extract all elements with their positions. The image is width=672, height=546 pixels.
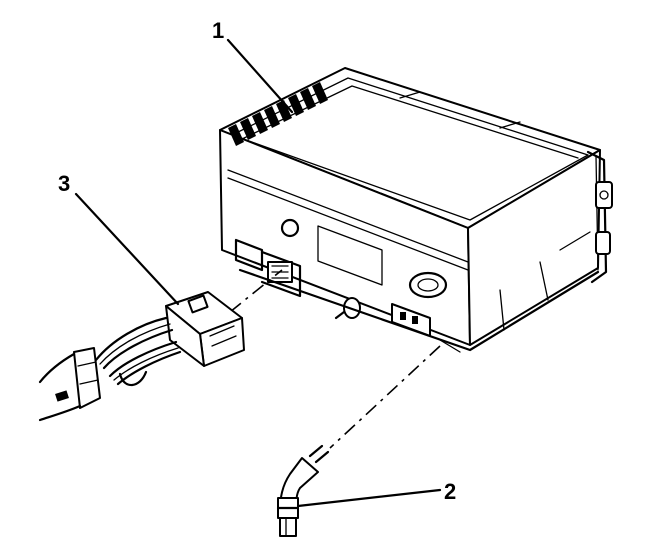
wiring-harness-connector-icon	[38, 269, 283, 422]
leader-line-3	[74, 192, 180, 306]
leader-line-2	[296, 488, 442, 508]
callout-3: 3	[58, 171, 71, 196]
leader-line-1	[226, 38, 294, 114]
leader-lines	[74, 38, 442, 508]
radio-receiver-icon	[219, 67, 613, 353]
antenna-cable-icon	[276, 345, 441, 537]
callout-2: 2	[444, 479, 457, 504]
heatsink-fins	[228, 82, 328, 146]
callout-1: 1	[212, 18, 225, 43]
